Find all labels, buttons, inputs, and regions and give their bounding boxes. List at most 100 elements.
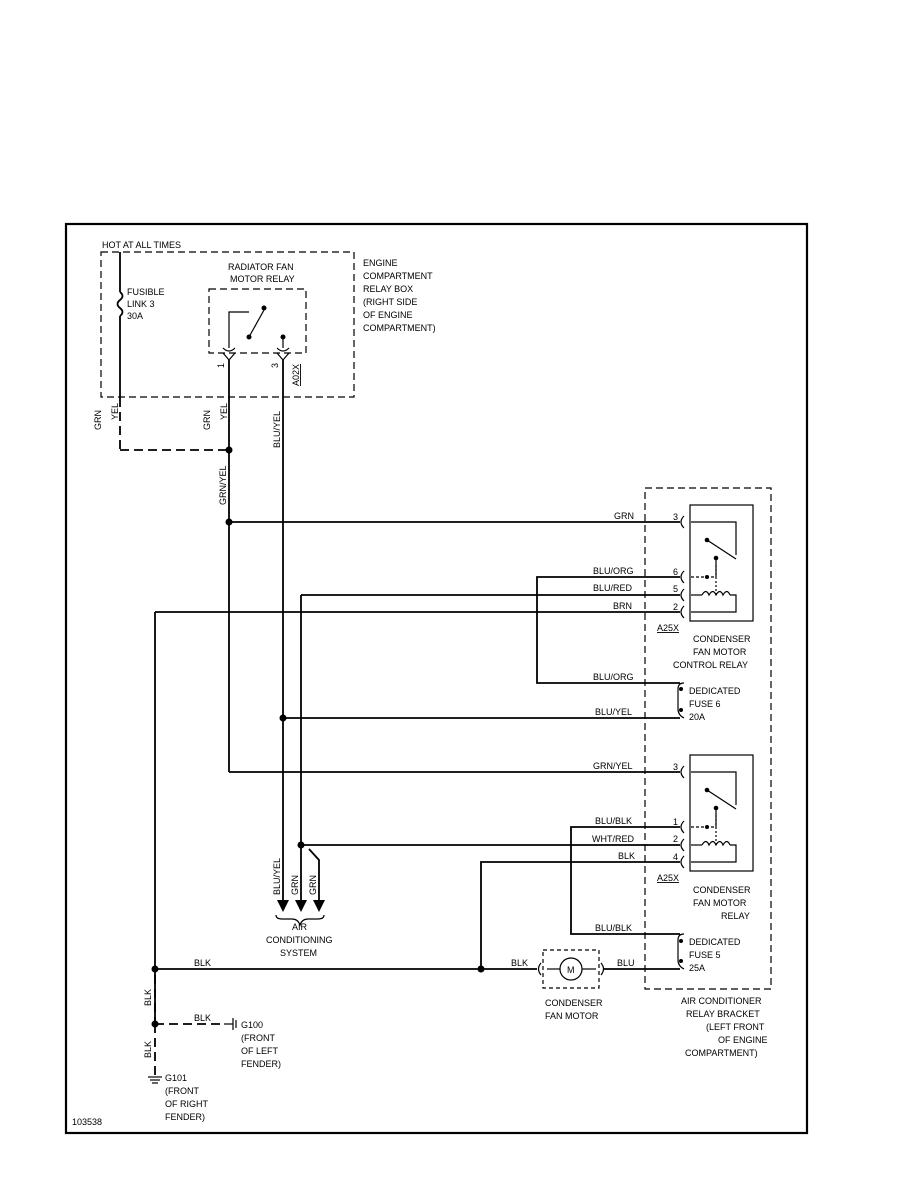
pin-3-radiator: 3 [270,363,280,368]
pin-3-relay: 3 [673,762,678,772]
svg-text:COMPARTMENT): COMPARTMENT) [685,1048,758,1058]
svg-text:OF LEFT: OF LEFT [241,1046,279,1056]
wire-label-blk-g100: BLK [194,1013,211,1023]
svg-text:COMPARTMENT): COMPARTMENT) [363,323,436,333]
svg-text:ENGINE: ENGINE [363,258,398,268]
wire-label-brn: BRN [613,601,632,611]
hot-at-all-times-label: HOT AT ALL TIMES [102,240,181,250]
svg-text:FUSE 6: FUSE 6 [689,699,721,709]
svg-text:FUSIBLE: FUSIBLE [127,287,165,297]
connector-a25x-relay: A25X [657,873,679,883]
svg-text:FENDER): FENDER) [241,1059,281,1069]
dedicated-fuse-5 [677,933,685,970]
wire-label-grn-left: GRN [93,410,103,430]
wire-label-blu: BLU [617,958,635,968]
svg-text:(FRONT: (FRONT [241,1033,275,1043]
svg-text:RELAY BRACKET: RELAY BRACKET [686,1009,760,1019]
ac-relay-bracket-label: AIR CONDITIONER RELAY BRACKET (LEFT FRON… [681,996,768,1058]
cond-relay-box [689,754,754,872]
svg-text:RELAY BOX: RELAY BOX [363,284,413,294]
pin-1-relay: 1 [673,817,678,827]
ac-system-label: AIR CONDITIONING SYSTEM [266,922,333,958]
condenser-fan-motor [537,949,605,989]
svg-text:OF ENGINE: OF ENGINE [363,310,413,320]
svg-text:LINK 3: LINK 3 [127,299,155,309]
radiator-relay-terminals [222,347,290,361]
wire-label-yel-left: YEL [110,403,120,420]
svg-text:CONTROL RELAY: CONTROL RELAY [673,660,748,670]
svg-text:FAN MOTOR: FAN MOTOR [693,898,747,908]
ac-relay-bracket-outline [644,487,772,990]
pin-2-relay: 2 [673,834,678,844]
pin-1-radiator: 1 [216,363,226,368]
pin-6-control: 6 [673,567,678,577]
wire-label-grn-mid: GRN [202,410,212,430]
svg-text:RELAY: RELAY [721,911,750,921]
engine-relay-box-outline [100,251,355,398]
svg-text:G100: G100 [241,1020,263,1030]
svg-text:OF ENGINE: OF ENGINE [718,1035,768,1045]
svg-text:FENDER): FENDER) [165,1112,205,1122]
svg-text:FUSE 5: FUSE 5 [689,950,721,960]
svg-text:MOTOR RELAY: MOTOR RELAY [230,274,295,284]
wire-label-blu-yel-top: BLU/YEL [272,411,282,448]
wire-label-blk-motor: BLK [511,958,528,968]
svg-text:CONDENSER: CONDENSER [545,998,603,1008]
connector-a02x: A02X [291,364,301,386]
svg-text:RADIATOR FAN: RADIATOR FAN [228,262,294,272]
dedicated-fuse-6-label: DEDICATED FUSE 6 20A [689,686,741,722]
wire-label-blu-yel-bottom: BLU/YEL [272,858,282,895]
cond-relay-terminals [680,765,685,869]
splice-s6 [477,965,485,973]
fusible-link-3 [116,252,124,398]
wire-label-wht-red: WHT/RED [592,834,634,844]
fusible-link-label: FUSIBLE LINK 3 30A [127,287,165,321]
svg-text:20A: 20A [689,712,705,722]
svg-text:DEDICATED: DEDICATED [689,686,741,696]
diagram-frame [64,222,809,1135]
cond-control-relay-box [689,504,754,622]
pin-3-control: 3 [673,512,678,522]
cond-control-relay-terminals [680,515,685,619]
wire-label-grn-ac1: GRN [290,875,300,895]
ground-g101 [148,1076,162,1084]
svg-text:CONDENSER: CONDENSER [693,634,751,644]
pin-2-control: 2 [673,602,678,612]
wire-label-blu-yel-right: BLU/YEL [595,707,632,717]
svg-text:CONDENSER: CONDENSER [693,885,751,895]
ground-g100 [224,1018,237,1030]
engine-box-label: ENGINE COMPARTMENT RELAY BOX (RIGHT SIDE… [363,258,436,333]
pin-5-control: 5 [673,584,678,594]
svg-text:FAN MOTOR: FAN MOTOR [545,1011,599,1021]
dedicated-fuse-6 [677,682,685,719]
svg-text:DEDICATED: DEDICATED [689,937,741,947]
wire-label-yel-mid: YEL [219,403,229,420]
radiator-fan-relay-label: RADIATOR FAN MOTOR RELAY [228,262,295,284]
ground-g100-label: G100 (FRONT OF LEFT FENDER) [241,1020,281,1069]
wire-label-blu-org-bottom: BLU/ORG [593,672,634,682]
diagram-number: 103538 [72,1117,102,1127]
wire-label-blk-right: BLK [618,851,635,861]
wire-label-blk-vert2: BLK [143,1041,153,1058]
wire-label-blk-main: BLK [194,958,211,968]
svg-text:COMPARTMENT: COMPARTMENT [363,271,433,281]
radiator-relay-switch [228,305,286,348]
wire-label-blu-org-top: BLU/ORG [593,566,634,576]
cond-relay-internals [691,771,737,863]
condenser-fan-motor-label: CONDENSER FAN MOTOR [545,998,603,1021]
wire-label-blu-blk-bottom: BLU/BLK [595,923,632,933]
wire-label-blu-red: BLU/RED [593,583,633,593]
pin-4-relay: 4 [673,852,678,862]
ground-g101-label: G101 (FRONT OF RIGHT FENDER) [165,1073,208,1122]
wire-label-grn-yel-right: GRN/YEL [593,761,633,771]
ac-system-arrows [275,900,325,927]
svg-text:FAN MOTOR: FAN MOTOR [693,647,747,657]
wire-label-blk-vert1: BLK [143,989,153,1006]
radiator-fan-relay-box [208,288,307,354]
connector-a25x-control: A25X [657,623,679,633]
svg-text:SYSTEM: SYSTEM [280,948,317,958]
svg-text:OF RIGHT: OF RIGHT [165,1099,208,1109]
svg-text:G101: G101 [165,1073,187,1083]
svg-text:30A: 30A [127,311,143,321]
